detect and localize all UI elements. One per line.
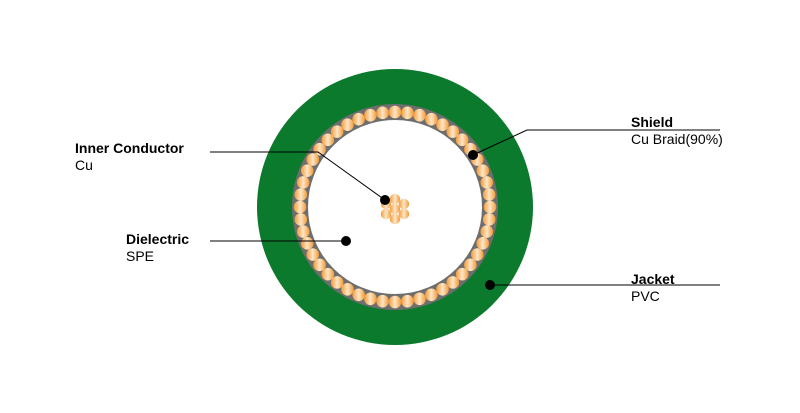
- copper-strand: [464, 258, 477, 272]
- shield-material: Cu Braid(90%): [631, 131, 723, 147]
- copper-strand: [476, 237, 490, 250]
- copper-strand: [294, 213, 308, 226]
- copper-strand: [389, 203, 401, 215]
- copper-strand: [293, 200, 307, 214]
- copper-strand: [313, 258, 326, 272]
- copper-strand: [300, 164, 314, 177]
- copper-strand: [376, 294, 389, 308]
- label-jacket: Jacket PVC: [631, 271, 675, 305]
- copper-strand: [296, 176, 310, 189]
- label-inner-conductor: Inner Conductor Cu: [75, 140, 184, 174]
- copper-strand: [413, 108, 426, 122]
- jacket-name: Jacket: [631, 271, 675, 287]
- copper-strand: [364, 108, 377, 122]
- label-dielectric: Dielectric SPE: [126, 231, 189, 265]
- copper-strand: [352, 288, 365, 302]
- copper-strand: [483, 200, 497, 214]
- copper-strand: [341, 282, 354, 296]
- copper-strand: [436, 118, 449, 132]
- shield-braid: [293, 105, 497, 309]
- copper-strand: [455, 267, 469, 281]
- leader-inner-conductor: [210, 151, 386, 201]
- leader-shield: [472, 129, 720, 156]
- copper-strand: [321, 133, 335, 147]
- copper-strand: [306, 248, 320, 261]
- copper-strand: [476, 164, 490, 177]
- dot-inner-conductor: [380, 195, 390, 205]
- copper-strand: [352, 112, 365, 126]
- inner-conductor-material: Cu: [75, 157, 93, 173]
- copper-strand: [300, 237, 314, 250]
- copper-strand: [330, 125, 344, 138]
- copper-strand: [446, 125, 460, 138]
- copper-strand: [364, 292, 377, 306]
- copper-strand: [330, 276, 344, 289]
- copper-strand: [398, 198, 410, 210]
- copper-strand: [294, 188, 308, 201]
- copper-strand: [480, 225, 494, 238]
- copper-strand: [389, 193, 401, 205]
- copper-strand: [376, 106, 389, 120]
- copper-strand: [321, 267, 335, 281]
- copper-strand: [380, 208, 392, 220]
- copper-strand: [296, 225, 310, 238]
- label-shield: Shield Cu Braid(90%): [631, 114, 723, 148]
- inner-conductor-strands: [380, 193, 410, 225]
- copper-strand: [388, 105, 402, 119]
- copper-strand: [401, 106, 414, 120]
- copper-strand: [425, 112, 438, 126]
- copper-strand: [398, 208, 410, 220]
- copper-strand: [482, 188, 496, 201]
- copper-strand: [425, 288, 438, 302]
- copper-strand: [413, 292, 426, 306]
- inner-conductor-name: Inner Conductor: [75, 140, 184, 156]
- copper-strand: [470, 248, 484, 261]
- shield-name: Shield: [631, 114, 674, 130]
- dielectric-material: SPE: [126, 248, 155, 264]
- copper-strand: [306, 153, 320, 166]
- dot-jacket: [485, 280, 495, 290]
- copper-strand: [436, 282, 449, 296]
- copper-strand: [482, 213, 496, 226]
- copper-strand: [446, 276, 460, 289]
- copper-strand: [455, 133, 469, 147]
- jacket-material: PVC: [631, 288, 660, 304]
- dielectric-name: Dielectric: [126, 231, 190, 247]
- copper-strand: [341, 118, 354, 132]
- dot-shield: [468, 150, 478, 160]
- copper-strand: [401, 294, 414, 308]
- dot-dielectric: [341, 236, 351, 246]
- copper-strand: [389, 213, 401, 225]
- copper-strand: [480, 176, 494, 189]
- copper-strand: [388, 295, 402, 309]
